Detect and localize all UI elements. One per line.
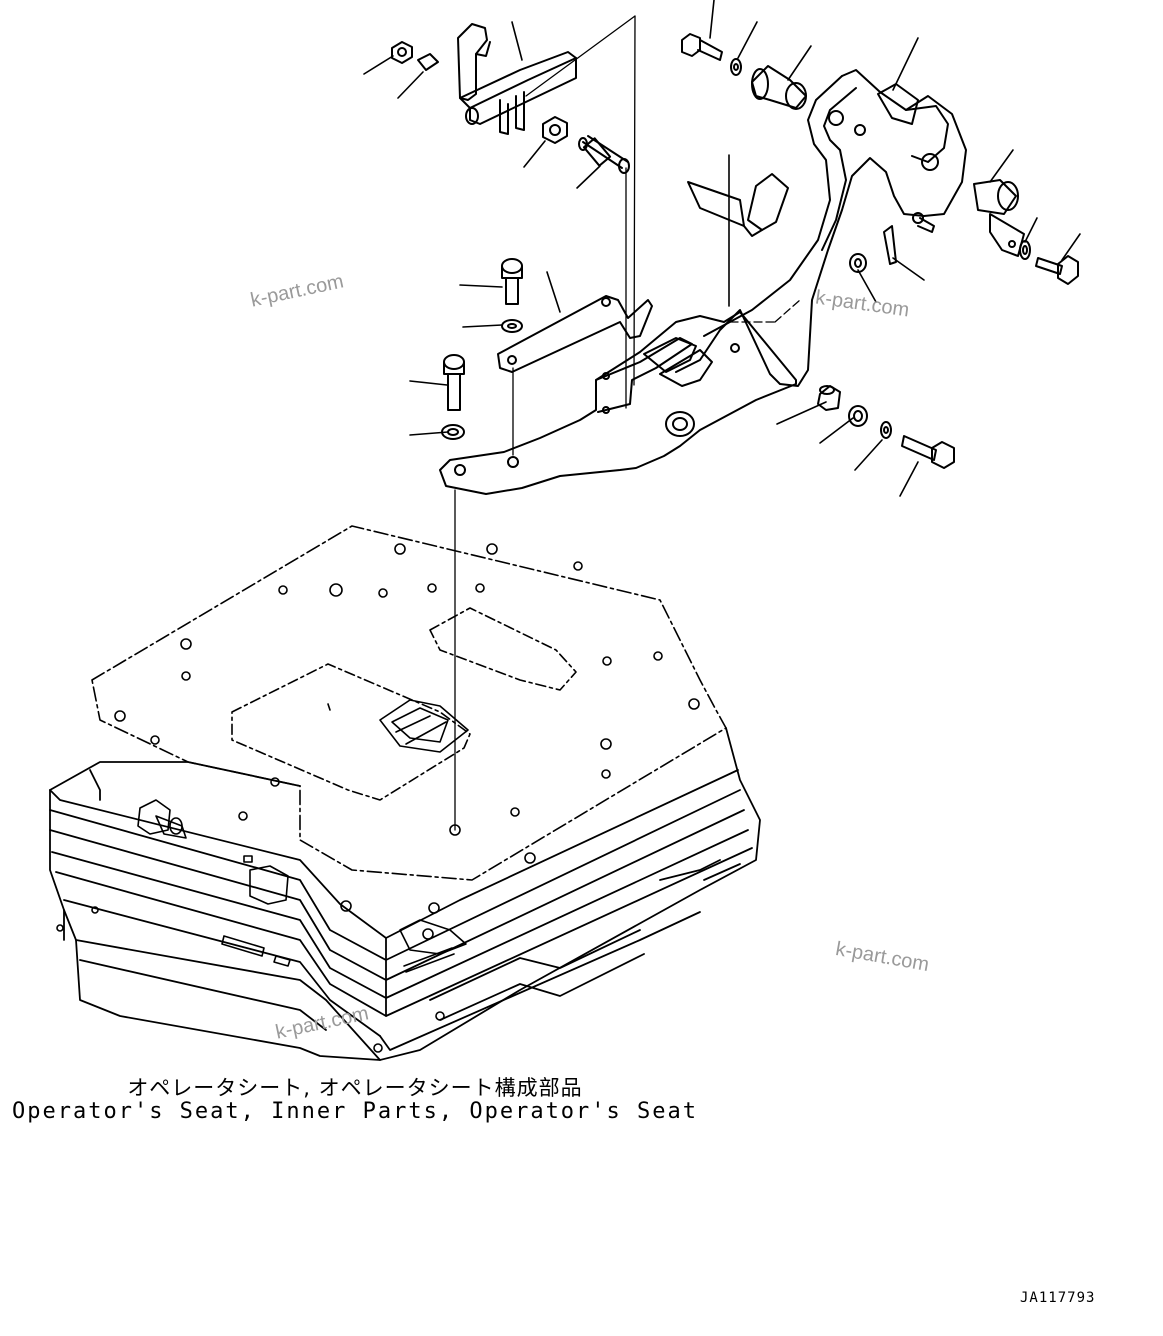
seat-top-plate bbox=[91, 525, 727, 881]
washer-top-left bbox=[417, 53, 439, 71]
caption-english: Operator's Seat, Inner Parts, Operator's… bbox=[11, 1099, 699, 1124]
bolt-right bbox=[1035, 255, 1079, 285]
guard-plate bbox=[687, 173, 789, 237]
washer-top-right bbox=[730, 58, 742, 76]
washer-left-lower bbox=[441, 424, 465, 440]
washer-mid-right bbox=[849, 253, 867, 273]
nut-top-left bbox=[391, 41, 413, 64]
bolt-left-upper bbox=[501, 258, 523, 305]
nut-middle bbox=[542, 116, 568, 144]
drawing-id: JA117793 bbox=[1020, 1290, 1096, 1306]
lever-bracket bbox=[457, 23, 577, 135]
washer-right bbox=[1019, 240, 1031, 260]
strip-bracket bbox=[497, 295, 653, 373]
cotter-pin bbox=[883, 225, 897, 265]
pedal-arm-frame bbox=[675, 69, 967, 387]
seat-plate-cutouts bbox=[231, 607, 577, 801]
seat-side-details bbox=[56, 799, 467, 1053]
washer-lower-2 bbox=[880, 421, 892, 439]
bushing-lower bbox=[817, 385, 841, 411]
caption-japanese: オペレータシート, オペレータシート構成部品 bbox=[127, 1076, 583, 1100]
bolt-lower bbox=[901, 435, 955, 469]
washer-lower-1 bbox=[848, 405, 868, 427]
bushing-top bbox=[751, 65, 807, 110]
alignment-lines bbox=[454, 15, 801, 831]
bolt-top-right bbox=[681, 33, 723, 61]
leader-lines bbox=[363, 0, 1081, 497]
bushing-right bbox=[973, 179, 1025, 257]
base-bracket bbox=[439, 311, 797, 495]
seat-suspension-body bbox=[49, 727, 761, 1061]
seat-plate-holes bbox=[114, 543, 700, 912]
spacer-pin bbox=[578, 135, 630, 174]
bolt-left-lower bbox=[443, 354, 465, 411]
washer-left-upper bbox=[501, 319, 523, 333]
